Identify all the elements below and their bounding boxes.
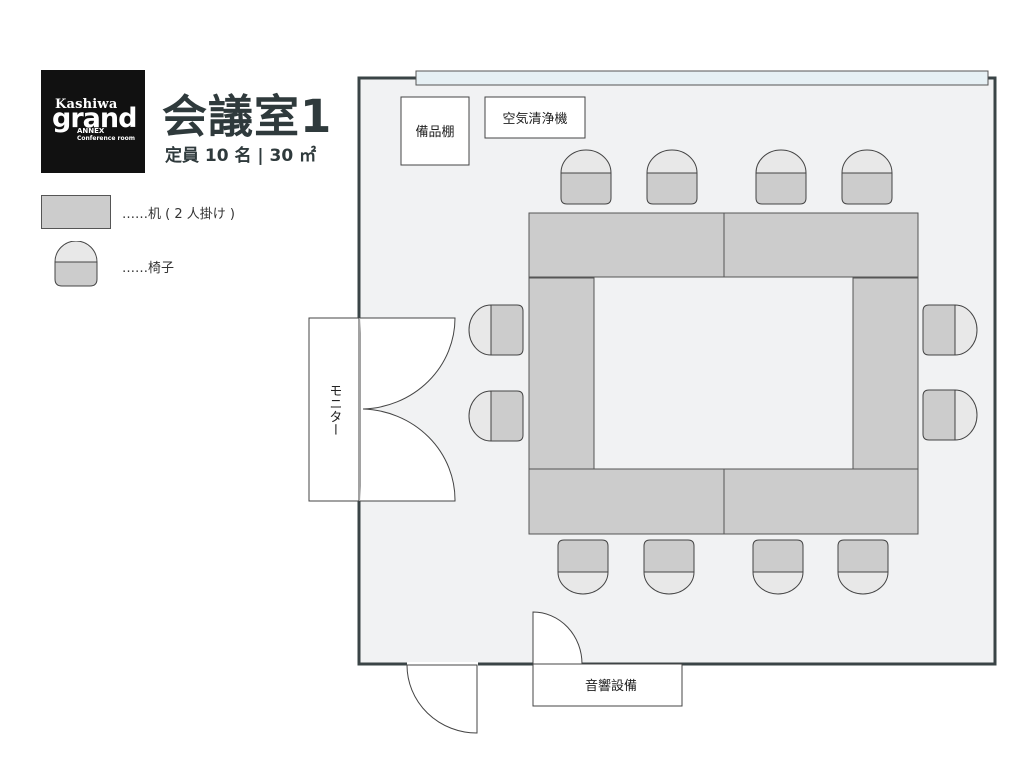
legend-chair-icon <box>54 241 98 287</box>
left-door-lower-leaf <box>360 408 456 502</box>
storage-shelf-label: 備品棚 <box>415 124 454 140</box>
room-capacity: 定員 10 名 | 30 ㎡ <box>165 146 317 166</box>
chair <box>841 149 893 205</box>
chair <box>922 389 978 441</box>
kashiwa-grand-logo: Kashiwa grand ANNEX Conference room <box>41 70 145 173</box>
logo-line-2: grand <box>52 103 137 134</box>
audio-equipment <box>532 663 683 707</box>
desk <box>852 277 919 470</box>
window <box>415 70 989 86</box>
chair <box>922 304 978 356</box>
desk <box>528 212 725 278</box>
chair <box>643 539 695 595</box>
monitor-label: モニター <box>327 384 342 436</box>
legend-desk-swatch <box>41 195 111 229</box>
page-title: 会議室1 <box>162 90 333 143</box>
chair <box>557 539 609 595</box>
monitor <box>308 317 360 502</box>
logo-line-4: Conference room <box>77 135 135 142</box>
storage-shelf <box>400 96 470 166</box>
chair <box>468 390 524 442</box>
logo-line-1: Kashiwa <box>55 97 118 112</box>
desk <box>723 468 919 535</box>
desk <box>528 277 595 470</box>
chair <box>468 304 524 356</box>
chair <box>837 539 889 595</box>
audio-area-door <box>532 611 583 665</box>
bottom-left-door <box>406 664 478 734</box>
desk <box>723 212 919 278</box>
chair <box>752 539 804 595</box>
left-door-opening <box>359 318 365 501</box>
chair <box>646 149 698 205</box>
legend-desk-label: ……机 ( 2 人掛け ) <box>122 207 235 222</box>
chair <box>560 149 612 205</box>
left-door-upper-leaf <box>360 317 456 410</box>
air-purifier-label: 空気清浄機 <box>502 111 567 127</box>
air-purifier <box>484 96 586 139</box>
desk <box>528 468 725 535</box>
chair <box>755 149 807 205</box>
audio-equipment-label: 音響設備 <box>585 678 637 694</box>
logo-line-3: ANNEX <box>77 127 105 135</box>
legend-chair-label: ……椅子 <box>122 261 175 276</box>
